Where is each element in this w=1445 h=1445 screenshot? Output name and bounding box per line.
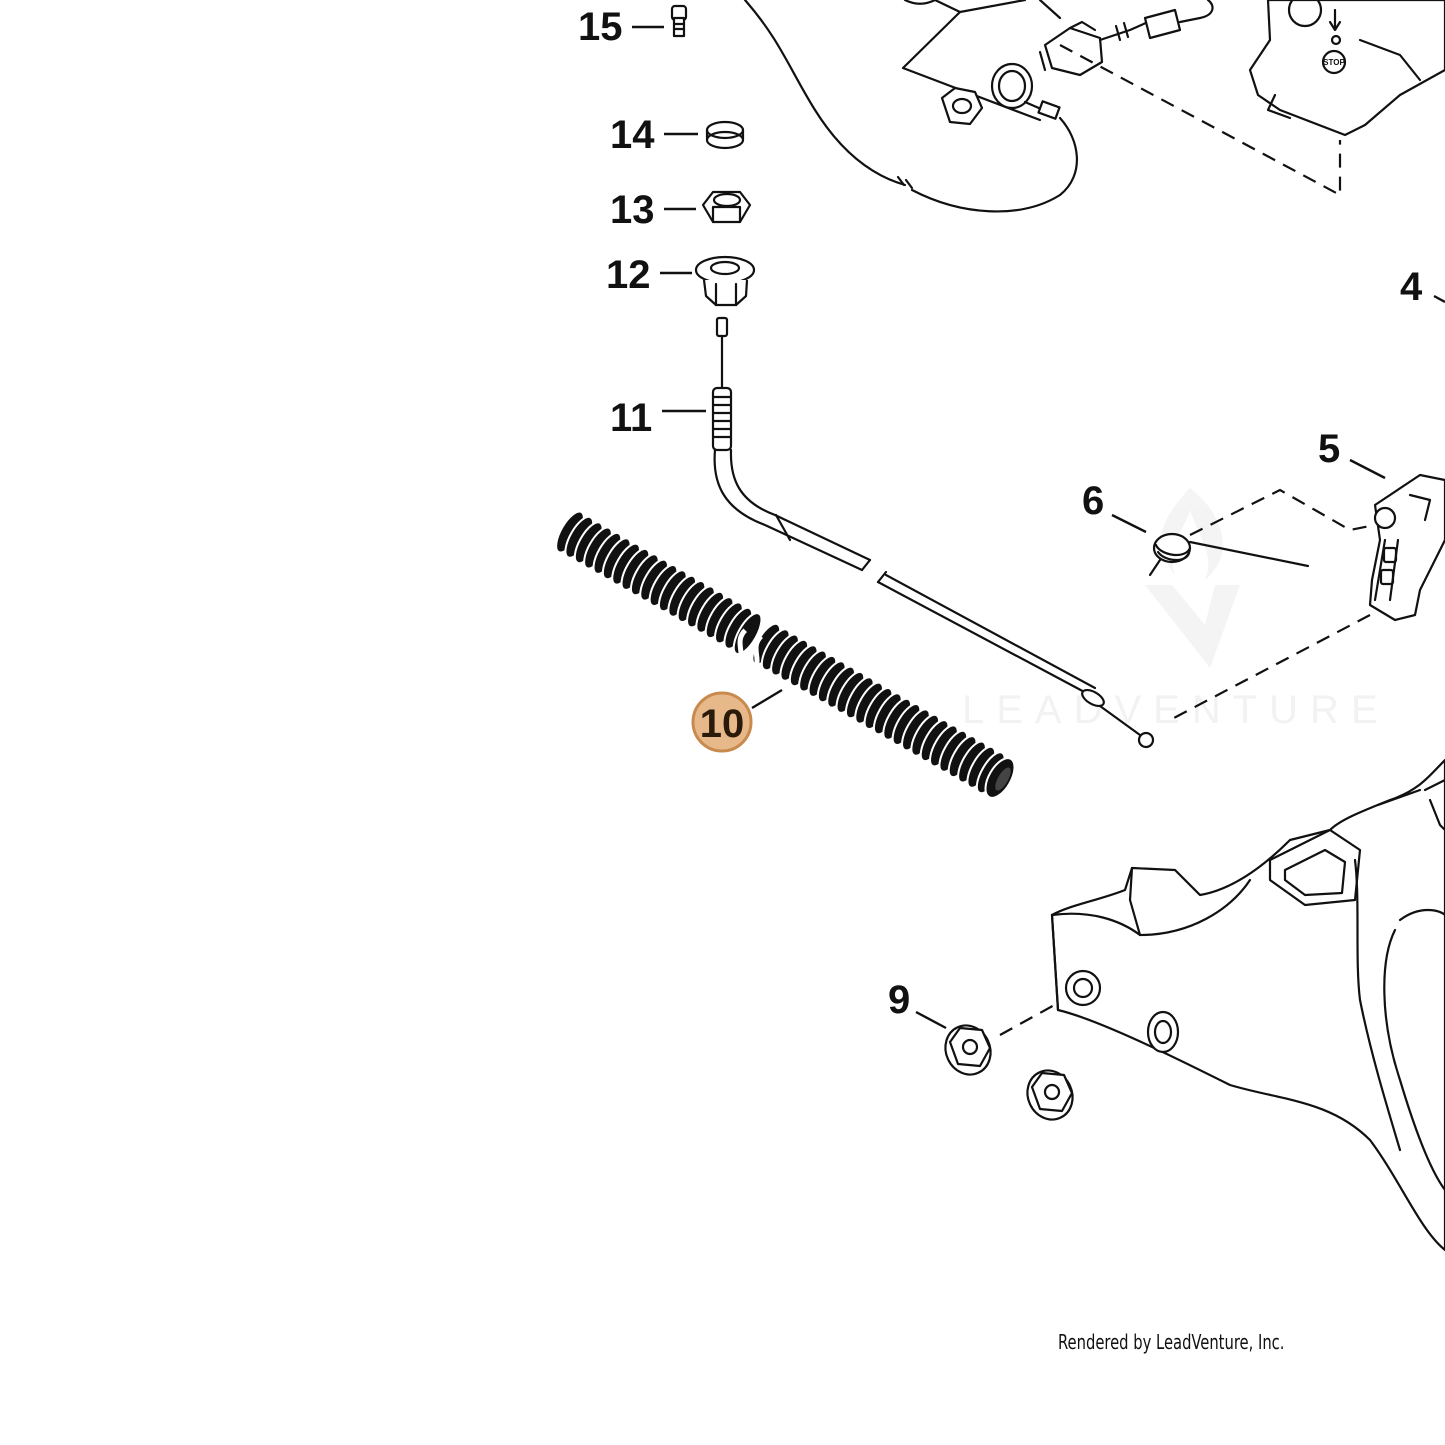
part-13-hex-nut — [701, 190, 752, 224]
callout-11[interactable]: 11 — [610, 396, 652, 440]
callout-15[interactable]: 15 — [578, 5, 623, 49]
part-5-throttle-trigger — [1368, 473, 1445, 622]
part-14-ring — [705, 120, 745, 150]
part-9-flange-nut-a — [944, 1024, 992, 1076]
watermark-logo: LEADVENTURE — [962, 488, 1390, 732]
part-15-screw — [670, 4, 688, 38]
callout-12[interactable]: 12 — [606, 253, 651, 297]
footer-credit: Rendered by LeadVenture, Inc. — [1058, 1330, 1285, 1354]
dashed-guide-top — [1059, 44, 1342, 197]
callout-14[interactable]: 14 — [610, 113, 655, 157]
part-11-throttle-cable — [711, 316, 1155, 749]
dashed-guide-6 — [1189, 488, 1376, 536]
callout-6[interactable]: 6 — [1082, 479, 1104, 523]
switch-housing: STOP — [1248, 0, 1445, 137]
handle-housing — [1050, 758, 1445, 1252]
callout-labels: 15 14 13 12 11 10 9 6 5 4 — [578, 5, 1423, 1022]
callout-4[interactable]: 4 — [1400, 265, 1423, 309]
callout-9[interactable]: 9 — [888, 978, 910, 1022]
dashed-guide-5 — [1169, 614, 1371, 721]
dashed-guide-9 — [999, 1002, 1059, 1036]
callout-13[interactable]: 13 — [610, 188, 655, 232]
part-6-torsion-spring — [1148, 532, 1310, 577]
leader-lines — [632, 25, 1445, 1030]
watermark-text: LEADVENTURE — [962, 688, 1390, 732]
stop-label: STOP — [1323, 58, 1345, 67]
part-10-corrugated-conduit — [555, 510, 1016, 800]
stop-switch-wiring — [743, 0, 1214, 213]
callout-10-highlight — [691, 691, 753, 753]
callout-10[interactable]: 10 — [700, 702, 745, 746]
part-12-flange-nut — [694, 255, 756, 307]
part-9-flange-nut-b — [1026, 1069, 1074, 1121]
callout-5[interactable]: 5 — [1318, 427, 1340, 471]
